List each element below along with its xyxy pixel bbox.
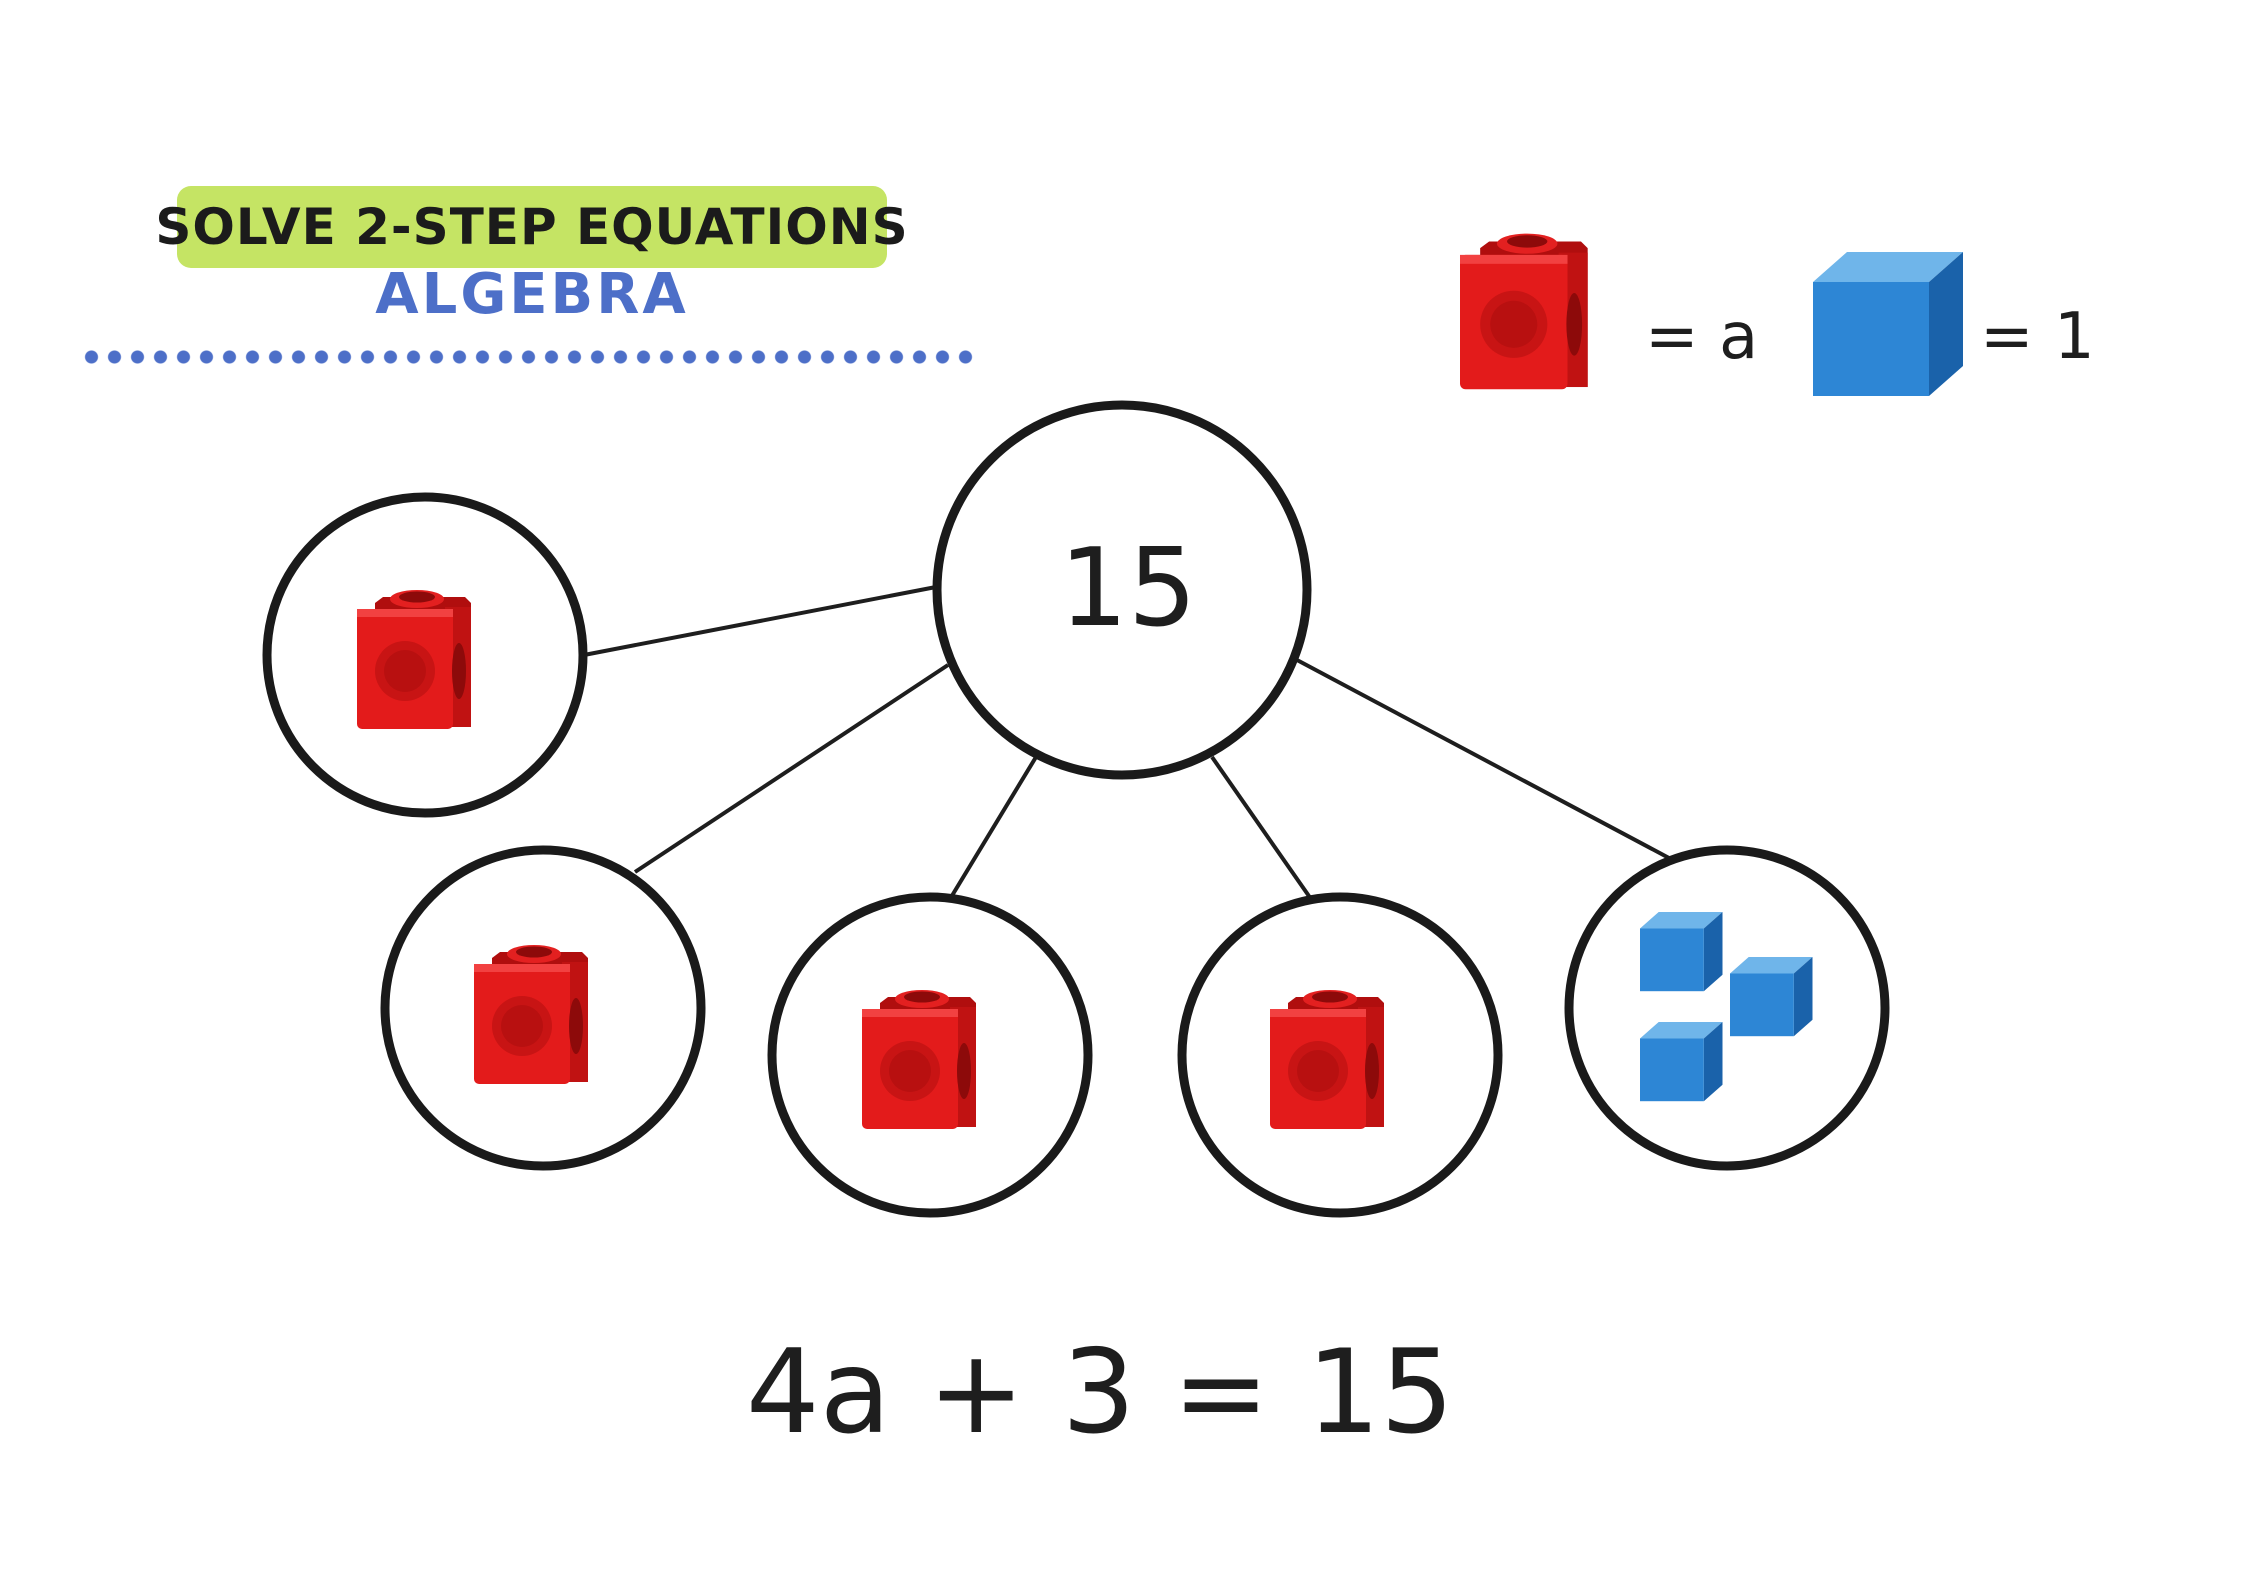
- blue-cube-icon: [1640, 912, 1723, 992]
- red-cube-icon: [1270, 990, 1384, 1129]
- legend: = a = 1: [1460, 233, 2095, 396]
- part-circle-2: [380, 845, 706, 1171]
- red-cube-icon: [862, 990, 976, 1129]
- red-cube-icon: [474, 945, 588, 1084]
- legend-red-label: = a: [1645, 300, 1758, 374]
- equation: 4a + 3 = 15: [746, 1325, 1454, 1460]
- part-circle-1: [262, 492, 588, 818]
- dotted-divider: [80, 349, 980, 365]
- title-badge: SOLVE 2-STEP EQUATIONS: [155, 186, 908, 268]
- legend-red-cube-icon: [1460, 233, 1588, 390]
- legend-blue-label: = 1: [1980, 300, 2095, 374]
- whole-value: 15: [1059, 526, 1196, 651]
- page-title: SOLVE 2-STEP EQUATIONS: [155, 198, 909, 256]
- legend-blue-cube-icon: [1813, 252, 1963, 396]
- connector-lines: [583, 585, 1670, 901]
- blue-cube-icon: [1730, 957, 1813, 1037]
- red-cube-icon: [357, 590, 471, 729]
- whole-circle: 15: [932, 400, 1312, 780]
- blue-cube-icon: [1640, 1022, 1723, 1102]
- page-subtitle: ALGEBRA: [375, 262, 689, 327]
- part-circle-3: [767, 892, 1093, 1218]
- part-circle-4: [1177, 892, 1503, 1218]
- part-circle-5: [1564, 845, 1890, 1171]
